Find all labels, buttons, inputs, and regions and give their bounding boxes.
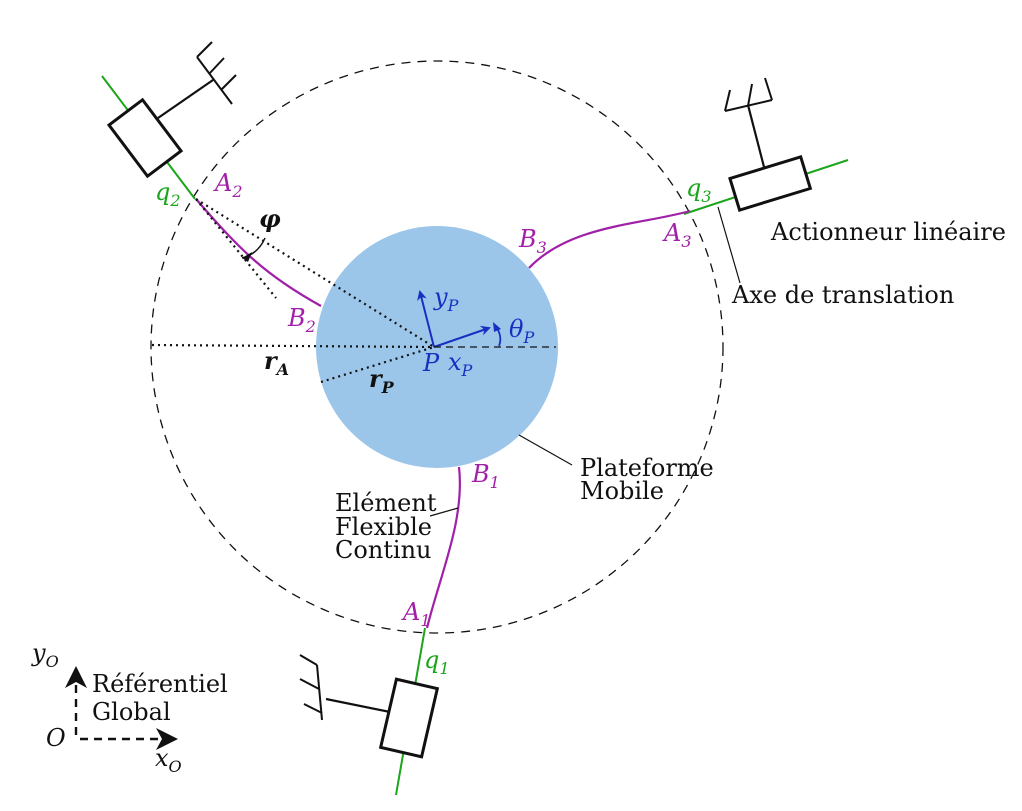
platform-label-line2: Mobile — [580, 477, 664, 505]
rp-radius-line — [320, 345, 435, 384]
o-label: O — [46, 724, 66, 752]
flexible-element-1 — [425, 466, 461, 629]
actuator-label: Actionneur linéaire — [770, 218, 1006, 246]
theta-p-label: θP — [509, 315, 534, 347]
flexible-label-line2: Flexible — [335, 513, 432, 541]
p-label: P — [422, 349, 440, 377]
a3-label: A3 — [662, 219, 692, 251]
b3-label: B3 — [518, 225, 547, 257]
actuator-circle-dashed — [150, 60, 724, 634]
actuator-leader-line — [717, 206, 741, 284]
xp-axis-arrow — [433, 325, 491, 348]
b1-label: B1 — [471, 460, 500, 492]
platform-leader-line — [518, 434, 573, 466]
q1-label: q1 — [424, 646, 450, 678]
flexible-leader-line — [429, 507, 459, 517]
global-frame-label-line1: Référentiel — [92, 670, 228, 698]
flexible-element-3 — [528, 209, 691, 269]
platform-label-line1: Plateforme — [580, 454, 714, 482]
flexible-element-2 — [195, 198, 322, 307]
translation-axis-label: Axe de translation — [731, 281, 954, 309]
linear-actuator-3 — [724, 77, 813, 212]
yp-label: yP — [433, 283, 459, 315]
flexible-label-line1: Elément — [335, 489, 437, 517]
b2-label: B2 — [287, 304, 316, 336]
ra-label: rA — [264, 346, 289, 379]
xo-label: xO — [155, 744, 182, 776]
theta-p-arrowhead — [493, 322, 501, 332]
linear-actuator-1 — [299, 654, 440, 759]
phi-angle-arc — [241, 237, 266, 259]
a1-label: A1 — [401, 598, 431, 630]
phi-label: φ — [259, 204, 281, 233]
linear-actuator-2 — [106, 41, 237, 179]
rp-label: rP — [369, 364, 395, 397]
q2-label: q2 — [155, 178, 181, 210]
q3-label: q3 — [686, 174, 712, 206]
yo-label: yO — [31, 639, 59, 671]
phi-arc-arrowhead — [242, 252, 252, 262]
xp-label: xP — [448, 348, 473, 380]
yp-axis-arrow — [417, 290, 435, 348]
global-frame-label-line2: Global — [92, 698, 171, 726]
a2-label: A2 — [213, 169, 243, 201]
flexible-label-line3: Continu — [335, 536, 432, 564]
ra-radius-line — [151, 343, 435, 349]
